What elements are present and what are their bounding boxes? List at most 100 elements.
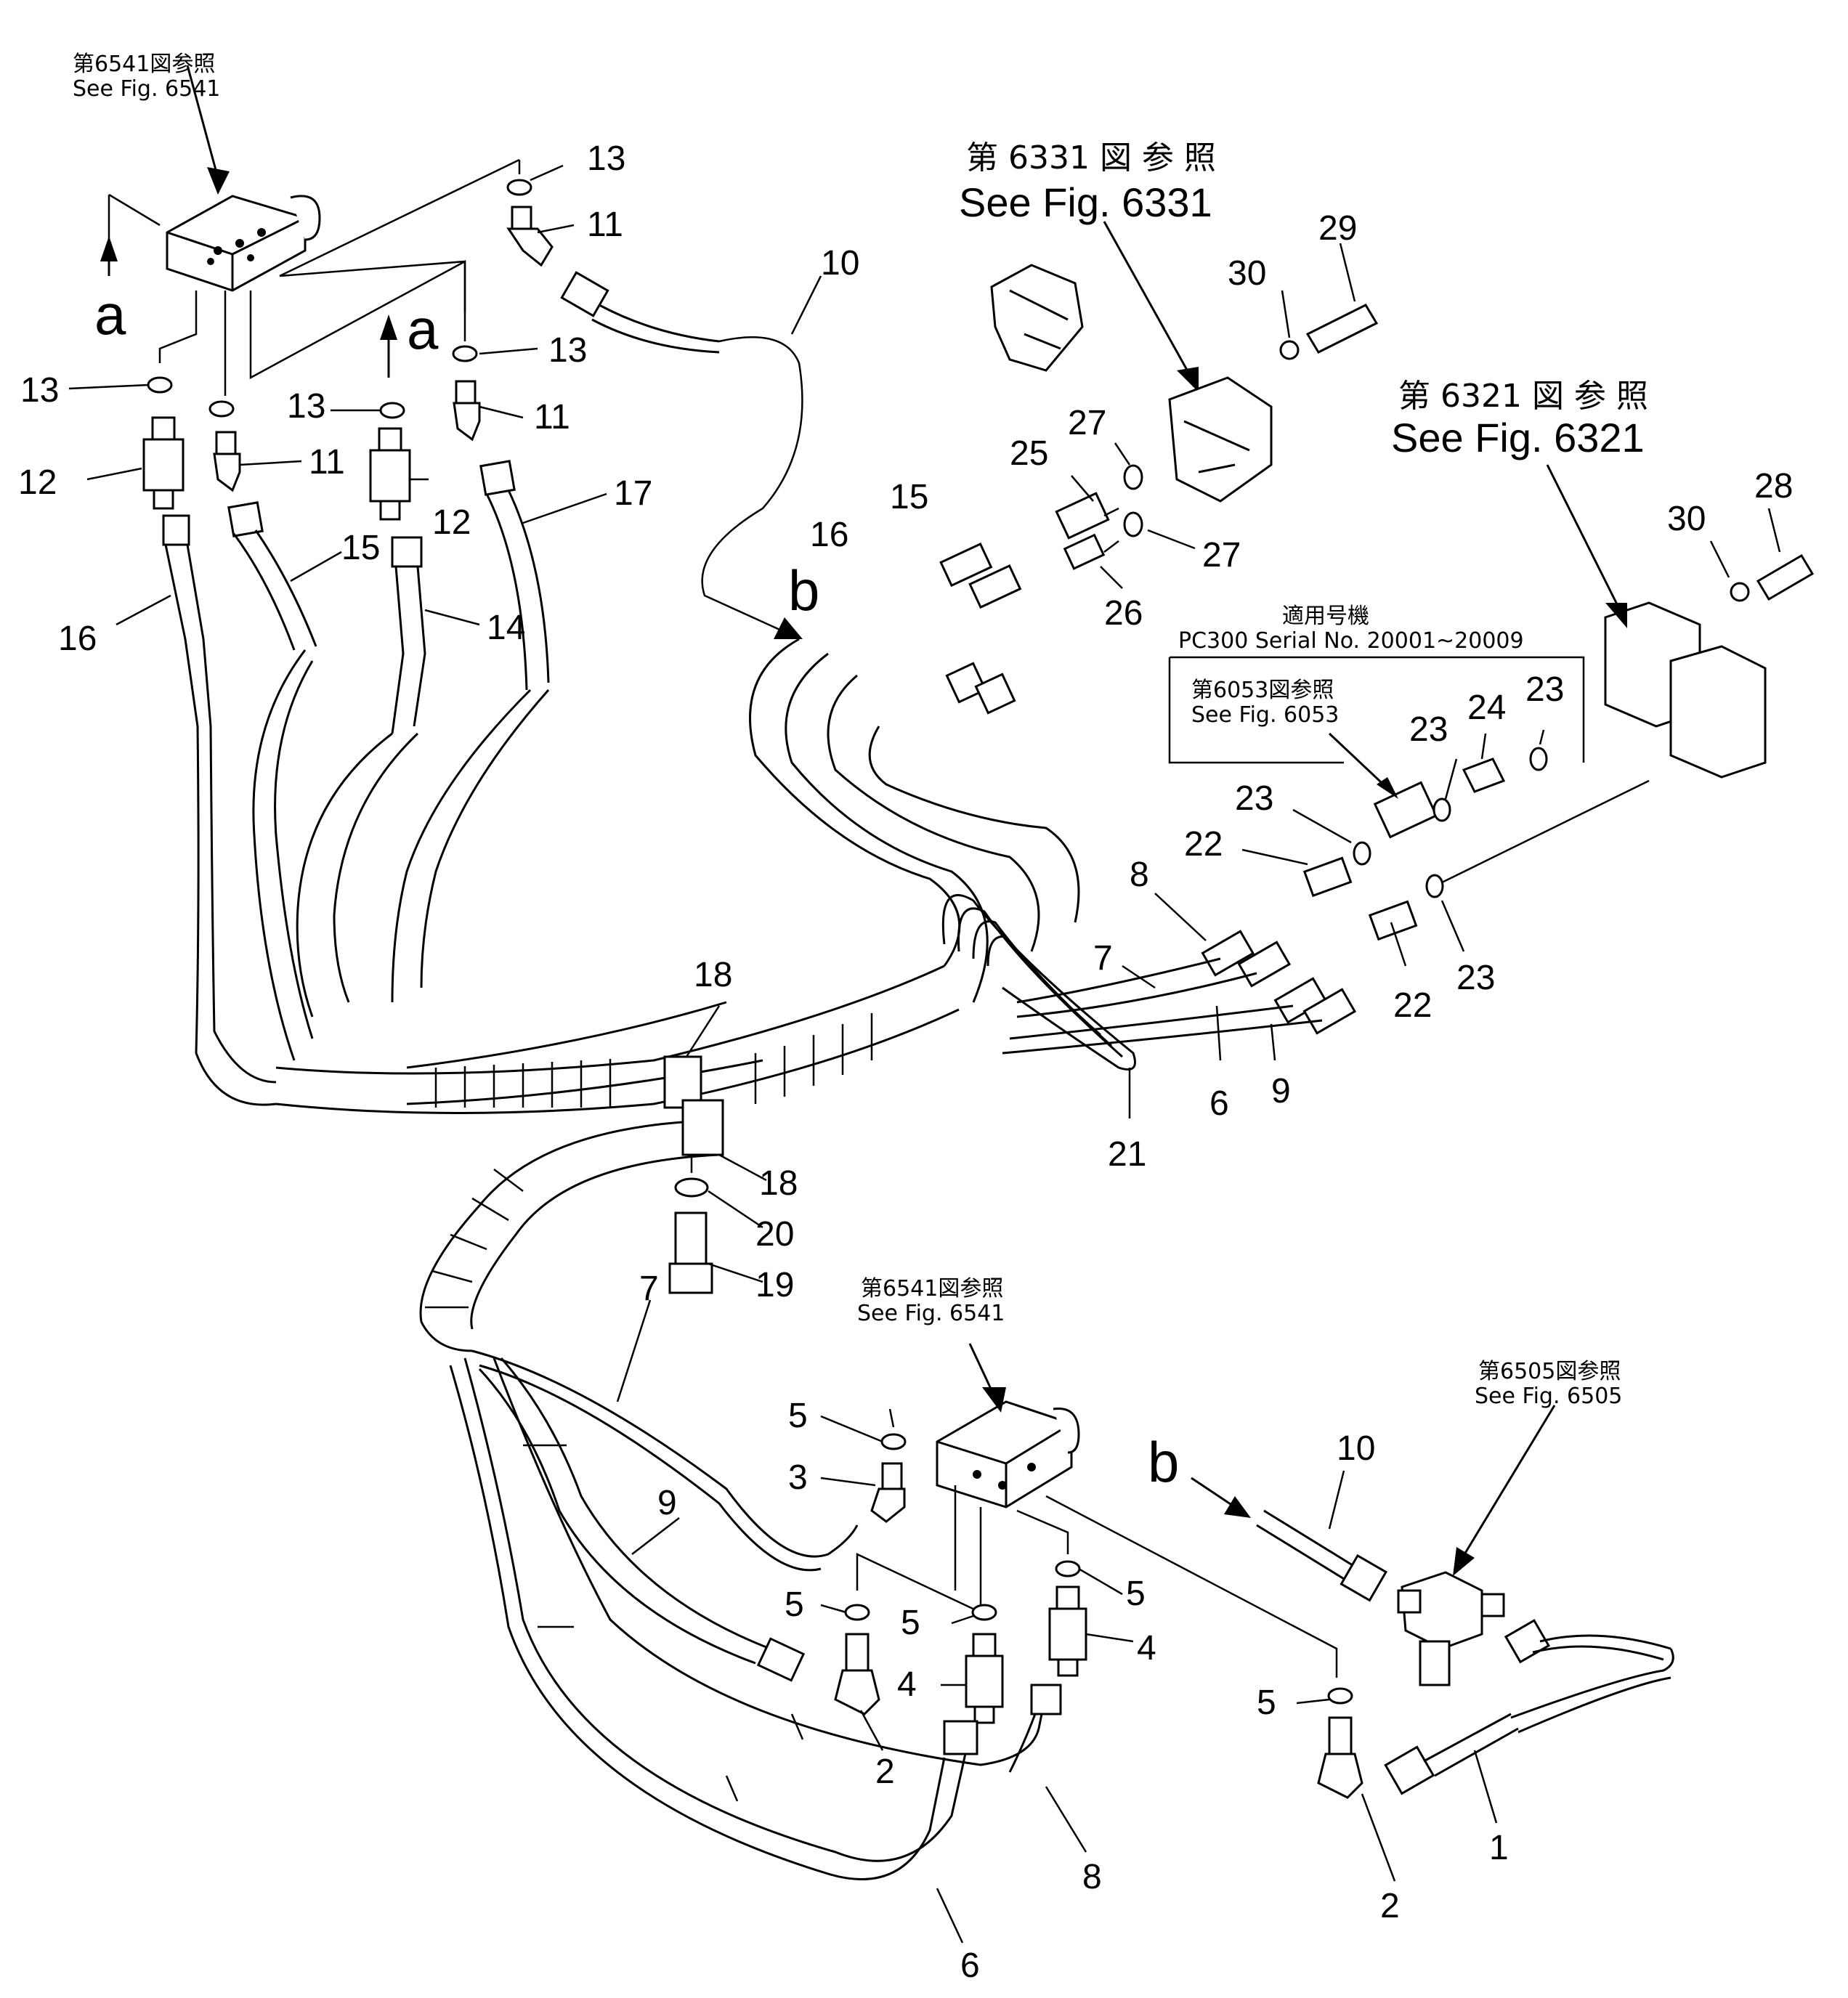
hose-bundle-upper-right — [749, 543, 1080, 1003]
callout-numbers: 13 11 10 13 13 13 11 12 11 12 15 14 16 1… — [18, 139, 1793, 1985]
callout-8: 8 — [1130, 856, 1149, 894]
hose-17-left — [391, 460, 550, 1003]
ref-6321-jp: 第 6321 図 参 照 — [1398, 378, 1648, 415]
callout-30: 30 — [1228, 254, 1266, 293]
callout-23: 23 — [1525, 670, 1564, 709]
pilot-valve-6331 — [990, 221, 1379, 570]
callout-28: 28 — [1754, 467, 1793, 505]
callout-11: 11 — [587, 206, 623, 244]
view-letter-b-lower: b — [1148, 1430, 1179, 1494]
view-arrow-a-mid — [380, 314, 397, 378]
elbow-2-right — [1317, 1716, 1363, 1799]
hose-14 — [296, 536, 426, 1018]
callout-7: 7 — [639, 1270, 659, 1308]
callout-27: 27 — [1202, 536, 1241, 574]
serial-note-jp: 適用号機 — [1282, 604, 1369, 629]
connector-4-right — [1048, 1585, 1087, 1677]
view-letter-a-left: a — [94, 283, 126, 346]
callout-5: 5 — [785, 1585, 804, 1624]
hose-bundle-lower — [419, 1121, 720, 1352]
callout-9: 9 — [1271, 1072, 1291, 1110]
callout-10: 10 — [821, 244, 859, 283]
ref-6541-bottom-jp: 第6541図参照 — [861, 1276, 1003, 1301]
hose-15 — [227, 501, 317, 1061]
callout-5: 5 — [1257, 1684, 1276, 1722]
callout-5: 5 — [788, 1397, 808, 1435]
elbow-3 — [870, 1462, 906, 1523]
connector-4-mid — [965, 1633, 1004, 1724]
callout-13: 13 — [587, 139, 625, 178]
hose-21-loop — [941, 894, 1136, 1071]
callout-13: 13 — [20, 371, 59, 410]
valve-block-top-left — [166, 65, 321, 292]
leader-lines — [68, 164, 1781, 1944]
serial-note-box — [1168, 656, 1585, 764]
callout-6: 6 — [1209, 1084, 1229, 1123]
callout-16: 16 — [810, 516, 848, 554]
elbow-11-top — [506, 206, 554, 267]
elbow-11-mid — [453, 380, 481, 442]
serial-note-en: PC300 Serial No. 20001~20009 — [1178, 628, 1524, 654]
callout-14: 14 — [487, 609, 525, 647]
check-valve-6053 — [1328, 732, 1650, 898]
callout-23: 23 — [1409, 710, 1448, 749]
callout-4: 4 — [897, 1665, 917, 1704]
reference-labels: 第6541図参照 See Fig. 6541 第 6331 図 参 照 See … — [73, 52, 1648, 1409]
callout-6: 6 — [960, 1946, 980, 1985]
callout-11: 11 — [534, 398, 570, 436]
ref-6053-jp: 第6053図参照 — [1191, 678, 1334, 703]
hose-10-lower — [1191, 1477, 1387, 1602]
valve-6505 — [1397, 1405, 1556, 1686]
bolt-19 — [668, 1155, 713, 1294]
callout-3: 3 — [788, 1458, 808, 1497]
callout-1: 1 — [1489, 1829, 1509, 1867]
callout-5: 5 — [901, 1604, 920, 1642]
callout-4: 4 — [1137, 1629, 1156, 1668]
callout-10: 10 — [1337, 1429, 1375, 1468]
hose-1 — [1384, 1619, 1674, 1795]
ref-6541-top-en: See Fig. 6541 — [73, 76, 220, 102]
callout-9: 9 — [657, 1484, 677, 1522]
callout-27: 27 — [1068, 404, 1106, 442]
callout-20: 20 — [755, 1215, 794, 1254]
ref-6331-jp: 第 6331 図 参 照 — [966, 139, 1216, 176]
callout-11: 11 — [309, 443, 345, 482]
view-letter-b-upper: b — [788, 559, 819, 622]
callout-5: 5 — [1126, 1575, 1146, 1613]
view-letters: a a b b — [94, 283, 1179, 1494]
callout-2: 2 — [1380, 1887, 1400, 1925]
callout-18: 18 — [759, 1164, 798, 1203]
ref-6541-top-jp: 第6541図参照 — [73, 52, 215, 77]
callout-22: 22 — [1393, 986, 1432, 1025]
hose-10-top — [560, 271, 803, 639]
ref-6541-bottom-en: See Fig. 6541 — [857, 1301, 1005, 1326]
callout-24: 24 — [1467, 689, 1506, 727]
hose-bundle-upper — [275, 965, 960, 1156]
view-letter-a-mid: a — [407, 297, 439, 361]
callout-23: 23 — [1456, 959, 1495, 997]
callout-22: 22 — [1184, 825, 1223, 864]
callout-7: 7 — [1093, 939, 1113, 978]
callout-12: 12 — [432, 503, 471, 542]
callout-29: 29 — [1318, 209, 1357, 248]
valve-6321 — [1546, 464, 1815, 779]
ref-6321-en: See Fig. 6321 — [1391, 415, 1645, 460]
callout-15: 15 — [890, 478, 928, 516]
callout-30: 30 — [1667, 500, 1706, 538]
callout-26: 26 — [1104, 594, 1143, 633]
callout-15: 15 — [341, 529, 380, 567]
callout-16: 16 — [58, 620, 97, 658]
ref-6505-jp: 第6505図参照 — [1478, 1359, 1621, 1384]
callout-12: 12 — [18, 463, 57, 502]
callout-8: 8 — [1082, 1858, 1102, 1896]
connector-12-left — [142, 416, 185, 510]
callout-23: 23 — [1235, 779, 1273, 818]
callout-13: 13 — [287, 387, 325, 426]
elbow-2-left — [834, 1633, 880, 1715]
callout-25: 25 — [1010, 434, 1048, 473]
connector-12-mid — [369, 427, 411, 521]
ref-6505-en: See Fig. 6505 — [1475, 1384, 1622, 1409]
callout-13: 13 — [548, 331, 587, 370]
